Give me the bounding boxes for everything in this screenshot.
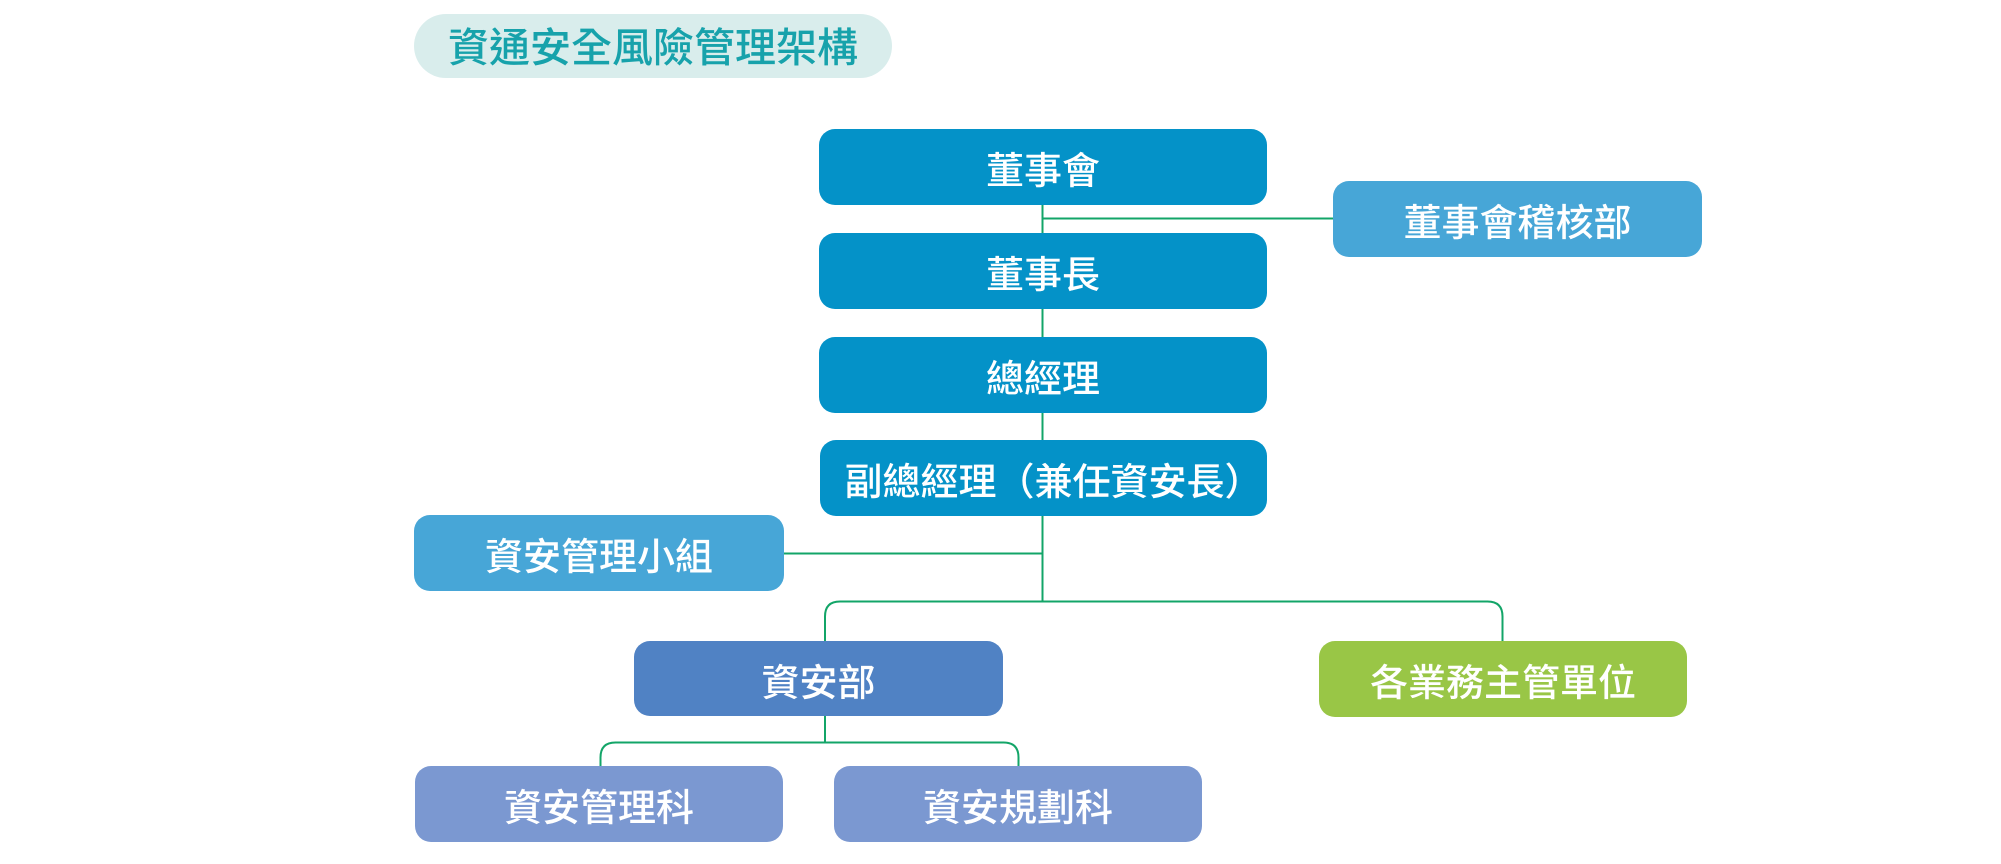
- node-board-audit-dept-label: 董事會稽核部: [1403, 192, 1632, 247]
- node-deputy-gm-ciso: 副總經理（兼任資安長）: [820, 440, 1267, 516]
- node-chairman: 董事長: [819, 233, 1267, 309]
- connector-infosec-dept-children-rail: [599, 741, 1020, 766]
- node-infosec-mgmt-team-label: 資安管理小組: [484, 526, 713, 581]
- node-board-audit-dept: 董事會稽核部: [1333, 181, 1702, 257]
- node-infosec-mgmt-section: 資安管理科: [415, 766, 783, 842]
- node-business-units: 各業務主管單位: [1319, 641, 1687, 717]
- node-general-manager: 總經理: [819, 337, 1267, 413]
- node-board: 董事會: [819, 129, 1267, 205]
- node-infosec-planning-section-label: 資安規劃科: [922, 777, 1113, 832]
- node-infosec-dept: 資安部: [634, 641, 1003, 716]
- node-board-label: 董事會: [985, 140, 1100, 195]
- node-infosec-dept-label: 資安部: [761, 651, 876, 707]
- node-deputy-gm-ciso-label: 副總經理（兼任資安長）: [844, 451, 1263, 506]
- node-chairman-label: 董事長: [985, 244, 1100, 299]
- diagram-title-badge: 資通安全風險管理架構: [414, 14, 892, 78]
- node-infosec-mgmt-team: 資安管理小組: [414, 515, 784, 591]
- node-business-units-label: 各業務主管單位: [1369, 652, 1636, 707]
- node-infosec-planning-section: 資安規劃科: [834, 766, 1202, 842]
- node-general-manager-label: 總經理: [985, 348, 1100, 403]
- connector-deputy-children-rail: [824, 600, 1504, 641]
- diagram-title: 資通安全風險管理架構: [448, 13, 858, 74]
- node-infosec-mgmt-section-label: 資安管理科: [503, 777, 694, 832]
